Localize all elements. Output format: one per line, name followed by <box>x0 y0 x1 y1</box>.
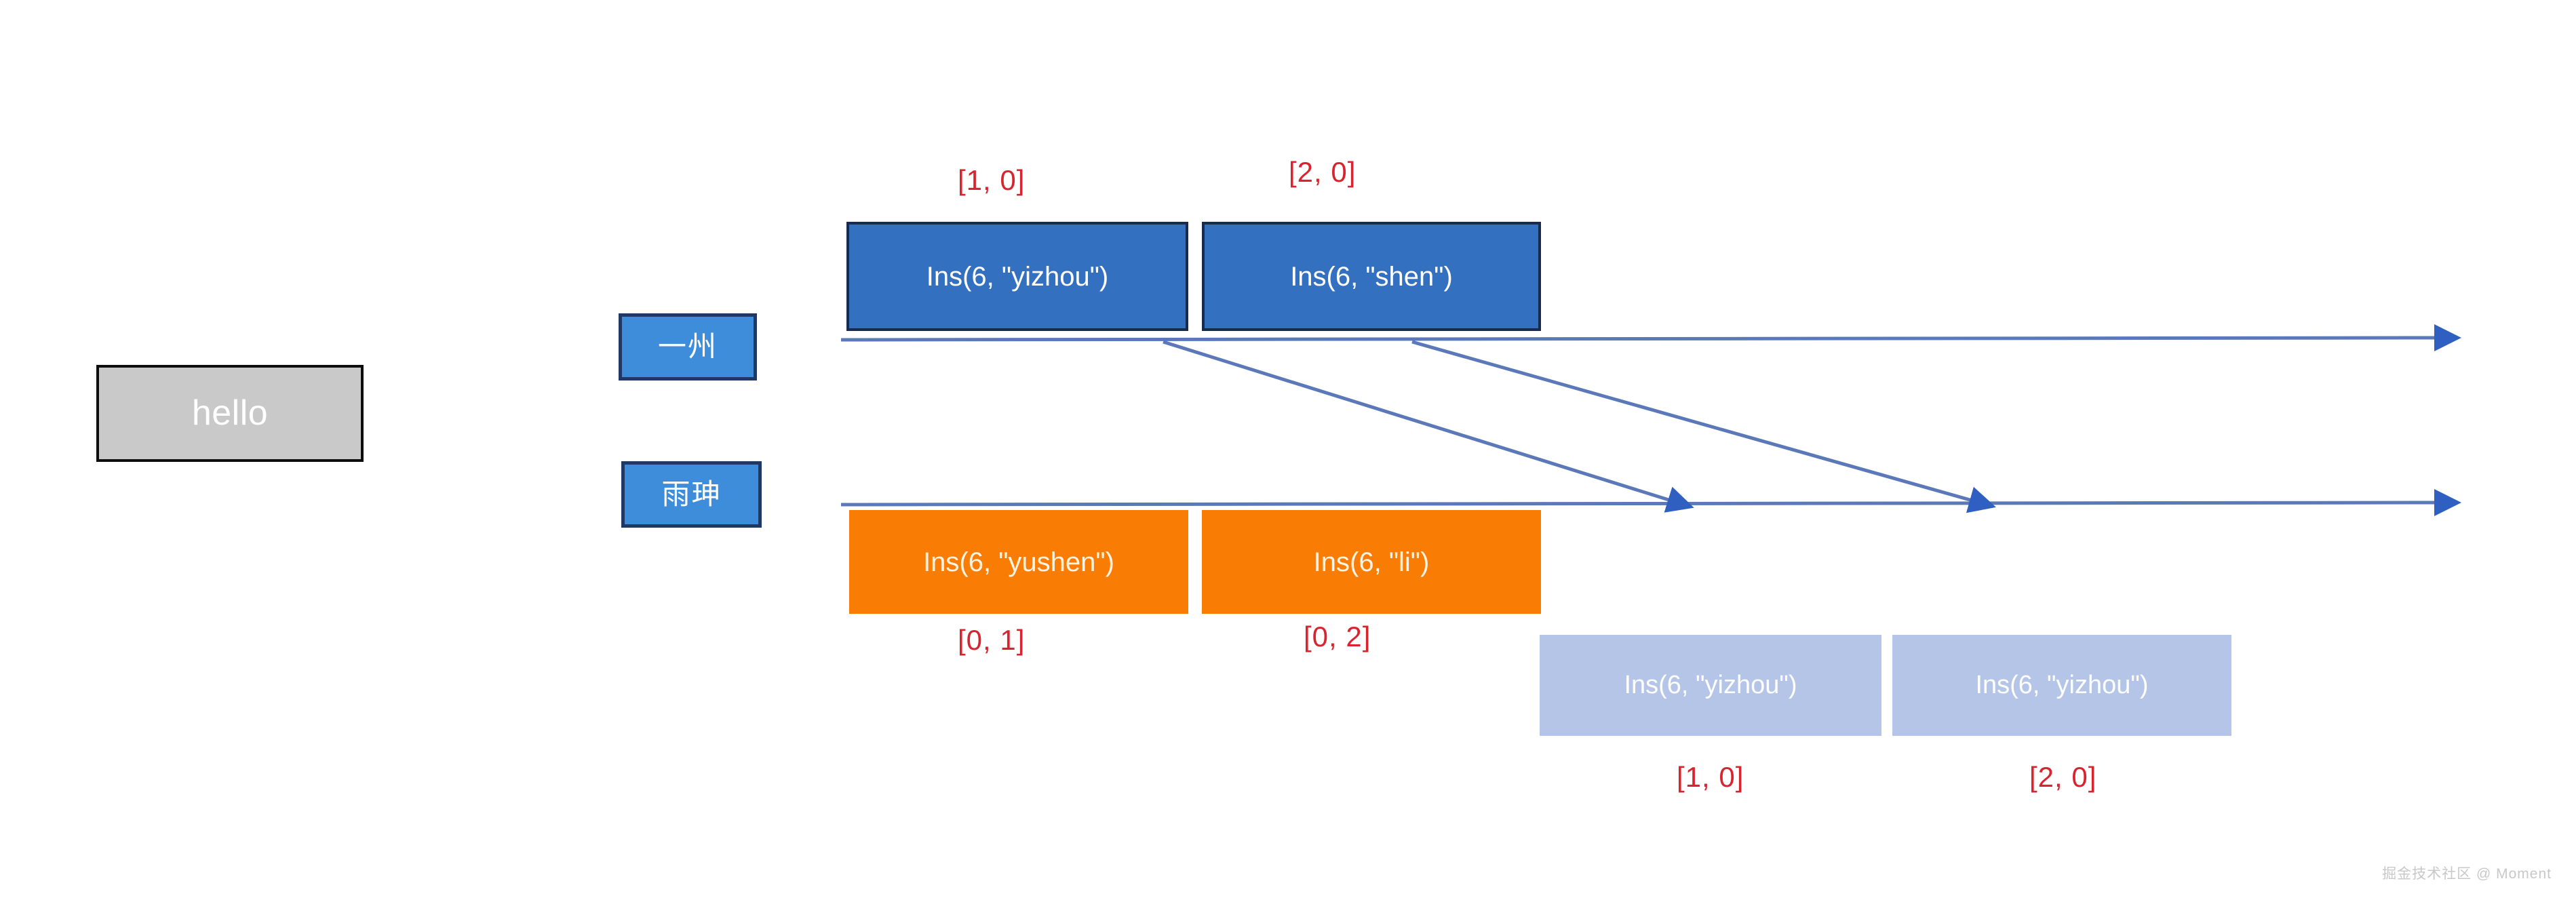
operation-box-replayed-1: Ins(6, "yizhou") <box>1540 635 1881 736</box>
timeline-yizhou <box>840 324 2461 352</box>
message-arrow-1 <box>1163 340 1694 513</box>
operation-box-top-1: Ins(6, "yizhou") <box>846 222 1188 331</box>
vector-clock-top-2: [2, 0] <box>1289 156 1357 188</box>
watermark: 掘金技术社区 @ Moment <box>2382 866 2552 882</box>
vector-clock-bottom-2: [0, 2] <box>1304 621 1371 652</box>
timeline-yushen <box>840 489 2461 517</box>
hello-box: hello <box>96 365 364 462</box>
vector-clock-bottom-1: [0, 1] <box>958 624 1026 656</box>
operation-box-bottom-2: Ins(6, "li") <box>1202 510 1541 614</box>
vector-clock-replayed-2: [2, 0] <box>2029 761 2097 793</box>
operation-box-top-2: Ins(6, "shen") <box>1202 222 1541 331</box>
vector-clock-top-1: [1, 0] <box>958 164 1026 196</box>
lifeline-label-yushen: 雨珅 <box>621 461 762 528</box>
operation-box-bottom-1: Ins(6, "yushen") <box>849 510 1188 614</box>
operation-box-replayed-2: Ins(6, "yizhou") <box>1892 635 2231 736</box>
vector-clock-replayed-1: [1, 0] <box>1677 761 1744 793</box>
lifeline-label-yizhou: 一州 <box>619 313 757 380</box>
message-arrow-2 <box>1411 340 1996 513</box>
